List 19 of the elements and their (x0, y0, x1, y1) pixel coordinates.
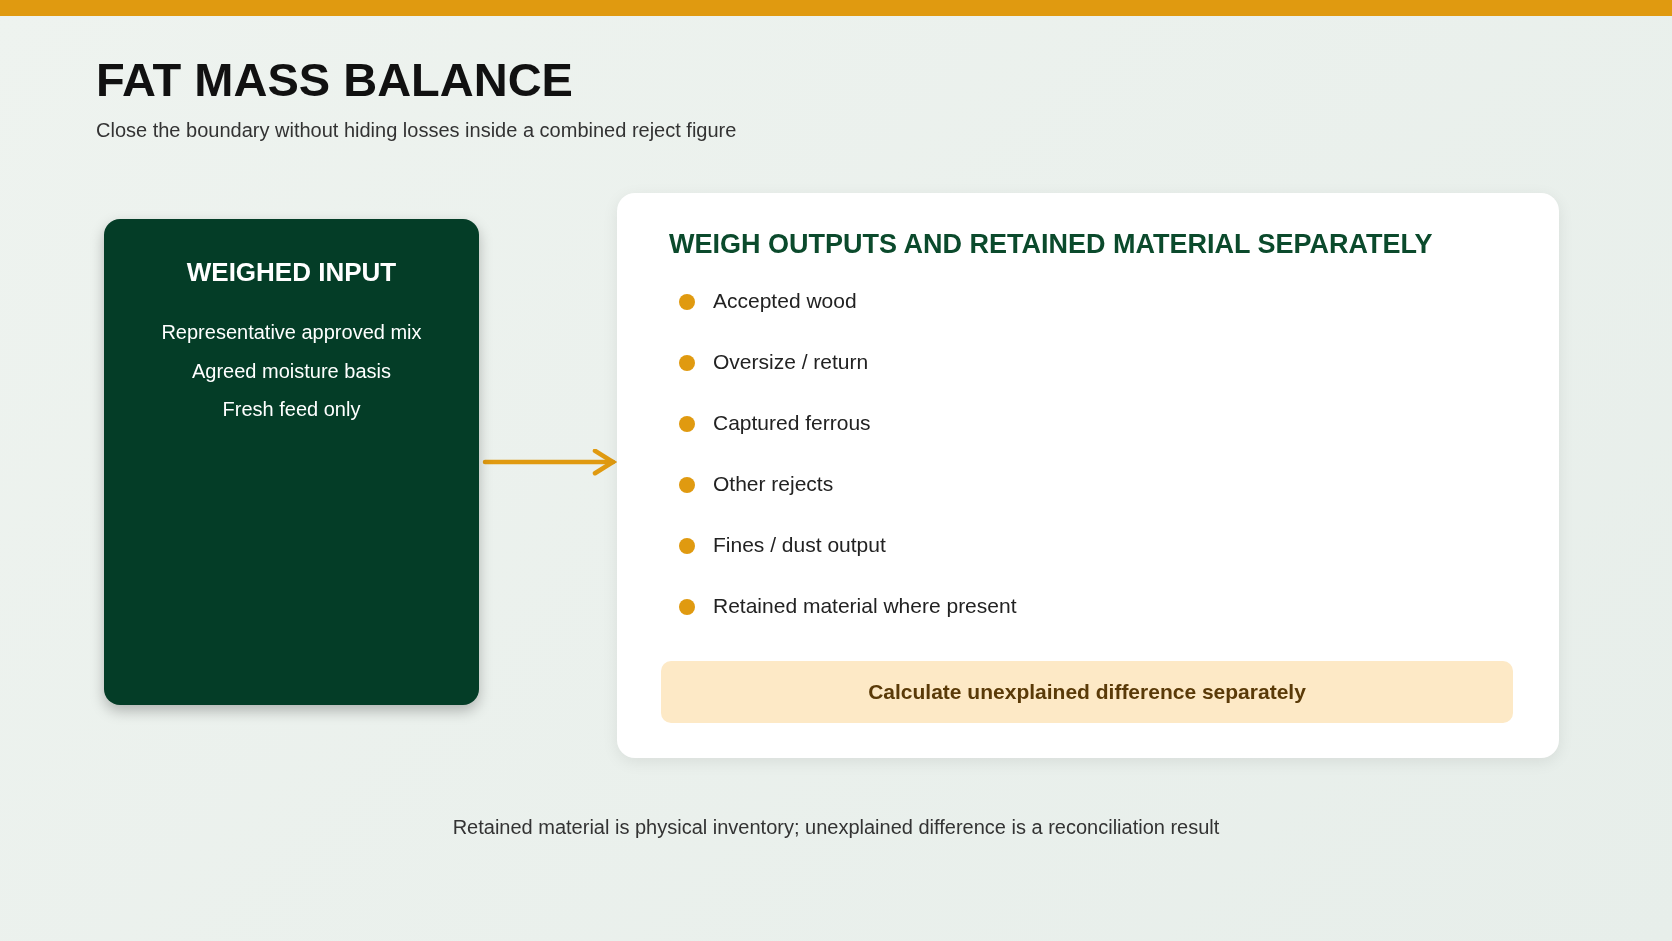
list-item: Accepted wood (713, 289, 857, 313)
list-item: Oversize / return (713, 350, 869, 374)
list-item: Fines / dust output (713, 533, 886, 557)
title: FAT MASS BALANCE (96, 52, 573, 107)
text-line: Agreed moisture basis (191, 359, 392, 383)
card-heading: WEIGHED INPUT (185, 257, 398, 288)
arrow (482, 448, 616, 476)
list-item: Other rejects (713, 472, 834, 496)
list-item: Captured ferrous (713, 411, 871, 435)
caption: Retained material is physical inventory; unexplained difference is a reconciliation result (451, 816, 1221, 839)
text-line: Representative approved mix (160, 321, 423, 344)
subtitle: Close the boundary without hiding losses inside a combined reject figure (96, 119, 737, 142)
output-card (617, 193, 1559, 758)
card-heading: WEIGH OUTPUTS AND RETAINED MATERIAL SEPARATELY (669, 229, 1433, 260)
text-line: Fresh feed only (221, 398, 362, 421)
list-item: Retained material where present (713, 594, 1017, 618)
input-card (104, 219, 479, 705)
highlight-bar (661, 661, 1513, 723)
callout-text: Calculate unexplained difference separately (868, 680, 1306, 704)
